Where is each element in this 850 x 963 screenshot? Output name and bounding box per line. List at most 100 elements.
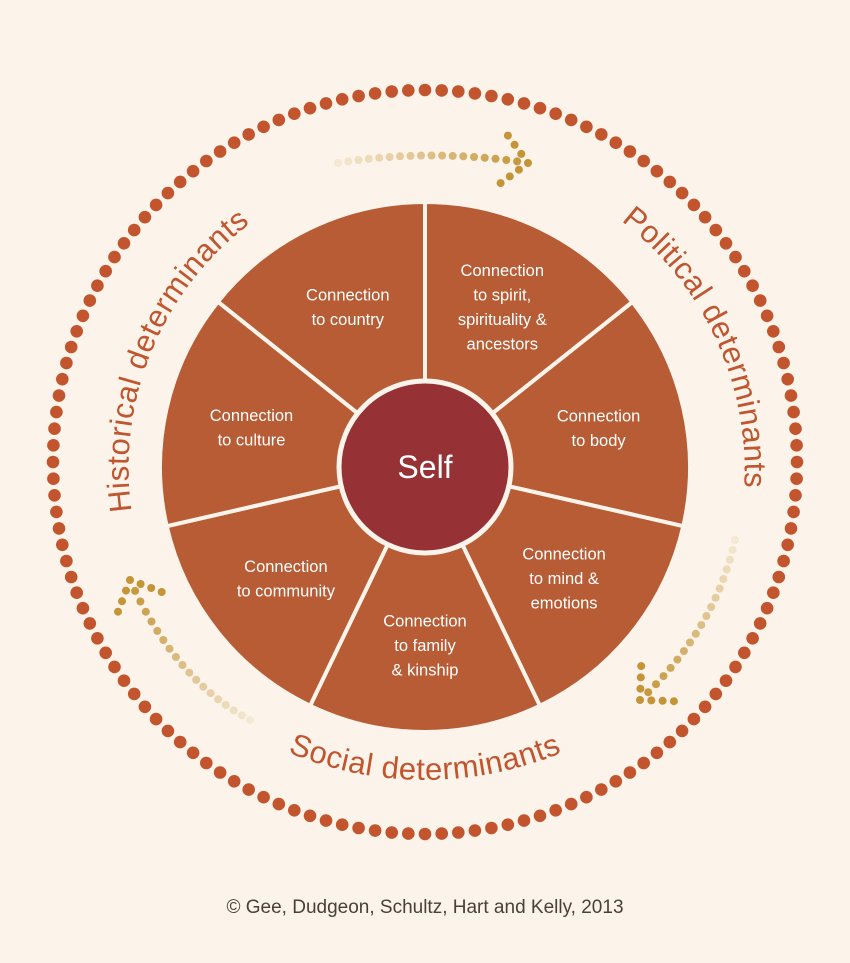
social-determinants-label: Social determinants — [285, 726, 565, 787]
ring-dot — [47, 439, 60, 452]
arrow-dot — [719, 575, 728, 583]
ring-dot — [623, 145, 637, 158]
arrow-dot — [517, 149, 526, 158]
ring-dot — [650, 746, 664, 760]
ring-dot — [609, 775, 623, 788]
ring-dot — [729, 660, 742, 674]
ring-dot — [637, 154, 650, 168]
ring-dot — [64, 570, 78, 584]
ring-dot — [213, 145, 227, 158]
ring-dot — [352, 821, 365, 835]
arrow-dot — [141, 607, 150, 616]
arrow-dot — [502, 156, 511, 164]
ring-dot — [790, 472, 803, 486]
segment-label-body: Connection — [557, 407, 640, 425]
ring-dot — [56, 372, 69, 386]
arrow-dot — [514, 165, 523, 174]
ring-dot — [709, 687, 723, 701]
arrow-dot — [221, 701, 230, 709]
arrow-dot — [728, 545, 737, 554]
right-arrow — [636, 536, 739, 706]
ring-dot — [767, 325, 780, 338]
ring-dot — [402, 84, 415, 97]
arrow-dot — [438, 151, 447, 160]
ring-dot — [580, 120, 593, 134]
arrow-dot — [354, 156, 363, 164]
arrow-dot — [178, 661, 187, 669]
arrow-dot — [396, 152, 404, 161]
arrow-dot — [697, 621, 706, 629]
ring-dot — [719, 237, 733, 250]
ring-dot — [781, 372, 794, 386]
arrow-dot — [647, 696, 656, 705]
arrow-dot — [673, 655, 682, 664]
ring-dot — [272, 797, 286, 811]
ring-dot — [595, 783, 608, 796]
ring-dot — [784, 389, 798, 402]
ring-dot — [272, 113, 286, 127]
ring-dot — [549, 804, 562, 817]
ring-dot — [242, 783, 255, 796]
ring-dot — [319, 97, 333, 110]
ring-dot — [777, 554, 790, 568]
cycle-arrows — [114, 131, 739, 724]
ring-dot — [64, 340, 78, 354]
ring-dot — [352, 89, 365, 103]
ring-dot — [468, 87, 482, 100]
ring-dot — [83, 617, 97, 630]
segment-label-spirit: to spirit, — [473, 286, 531, 304]
arrow-dot — [505, 172, 514, 181]
arrow-dot — [644, 688, 653, 697]
ring-dot — [485, 89, 498, 103]
ring-dot — [91, 279, 104, 293]
ring-dot — [753, 617, 767, 630]
arrow-dot — [344, 157, 353, 166]
segment-family — [307, 462, 543, 735]
ring-dot — [173, 735, 187, 749]
arrow-dot — [385, 153, 394, 161]
ring-dot — [719, 674, 733, 687]
ring-dot — [595, 128, 608, 141]
arrow-dot — [669, 697, 678, 706]
arrow-dot — [147, 584, 156, 592]
arrow-dot — [459, 152, 468, 161]
ring-dot — [650, 164, 664, 178]
arrow-dot — [114, 607, 122, 616]
arrow-dot — [686, 638, 694, 647]
ring-dot — [729, 250, 742, 264]
ring-dot — [91, 632, 104, 645]
ring-dot — [288, 107, 301, 120]
ring-dot — [186, 164, 200, 178]
ring-dot — [257, 120, 270, 134]
ring-dot — [609, 136, 623, 149]
arrow-dot — [136, 580, 145, 588]
segment-label-community: Connection — [244, 558, 327, 576]
arrow-dot — [147, 617, 156, 626]
self-label: Self — [397, 449, 452, 485]
ring-dot — [60, 554, 73, 568]
ring-dot — [787, 505, 800, 519]
ring-dot — [501, 818, 515, 831]
ring-dot — [789, 489, 802, 502]
arrow-dot — [659, 672, 668, 681]
arrow-dot — [364, 154, 373, 163]
ring-dot — [83, 294, 97, 307]
ring-dot — [76, 601, 90, 615]
segment-label-country: Connection — [306, 286, 389, 304]
ring-dot — [698, 210, 712, 224]
ring-dot — [335, 818, 349, 831]
ring-dot — [435, 827, 449, 840]
segment-label-family: & kinship — [392, 662, 459, 680]
ring-dot — [564, 797, 578, 811]
ring-dot — [99, 646, 112, 660]
ring-dot — [637, 756, 650, 770]
ring-dot — [368, 824, 382, 837]
arrow-dot — [185, 668, 194, 677]
arrow-dot — [702, 612, 711, 620]
ring-dot — [200, 154, 213, 168]
segment-label-spirit: ancestors — [467, 335, 539, 353]
left-arrow — [114, 576, 254, 724]
ring-dot — [564, 113, 578, 127]
